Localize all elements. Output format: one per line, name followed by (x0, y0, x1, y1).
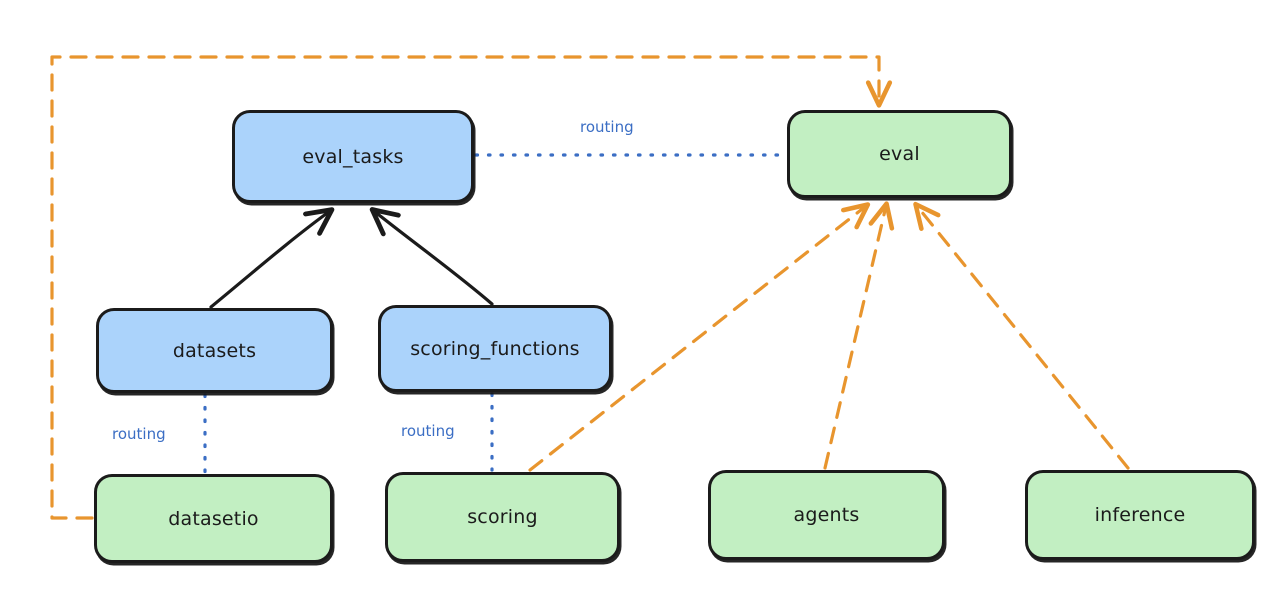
node-datasetio-label: datasetio (168, 507, 259, 530)
node-inference-label: inference (1094, 504, 1186, 526)
edge-scoring-to-eval (528, 202, 871, 472)
edge-inference-to-eval (913, 201, 1130, 470)
node-datasets[interactable]: datasets (96, 308, 333, 393)
edge-label-routing-scoring-functions-scoring: routing (399, 422, 457, 440)
node-scoring-functions-label: scoring_functions (410, 337, 580, 360)
node-scoring[interactable]: scoring (385, 472, 620, 562)
node-agents[interactable]: agents (708, 470, 945, 560)
node-eval-label: eval (879, 143, 920, 165)
node-agents-label: agents (793, 504, 860, 526)
node-datasets-label: datasets (172, 339, 257, 362)
edge-agents-to-eval (823, 201, 895, 470)
edge-scoring-functions-to-eval-tasks (369, 207, 494, 306)
node-eval-tasks-label: eval_tasks (302, 145, 404, 168)
edge-label-routing-datasets-datasetio: routing (110, 425, 168, 443)
edge-label-routing-eval-tasks-eval: routing (578, 118, 636, 136)
node-datasetio[interactable]: datasetio (94, 474, 333, 563)
node-inference[interactable]: inference (1025, 470, 1255, 560)
node-eval[interactable]: eval (787, 110, 1012, 198)
edge-datasetio-to-eval (50, 55, 893, 520)
node-scoring-functions[interactable]: scoring_functions (378, 305, 612, 392)
edge-datasets-to-eval-tasks (209, 207, 335, 309)
node-scoring-label: scoring (467, 506, 538, 528)
node-eval-tasks[interactable]: eval_tasks (232, 110, 474, 203)
